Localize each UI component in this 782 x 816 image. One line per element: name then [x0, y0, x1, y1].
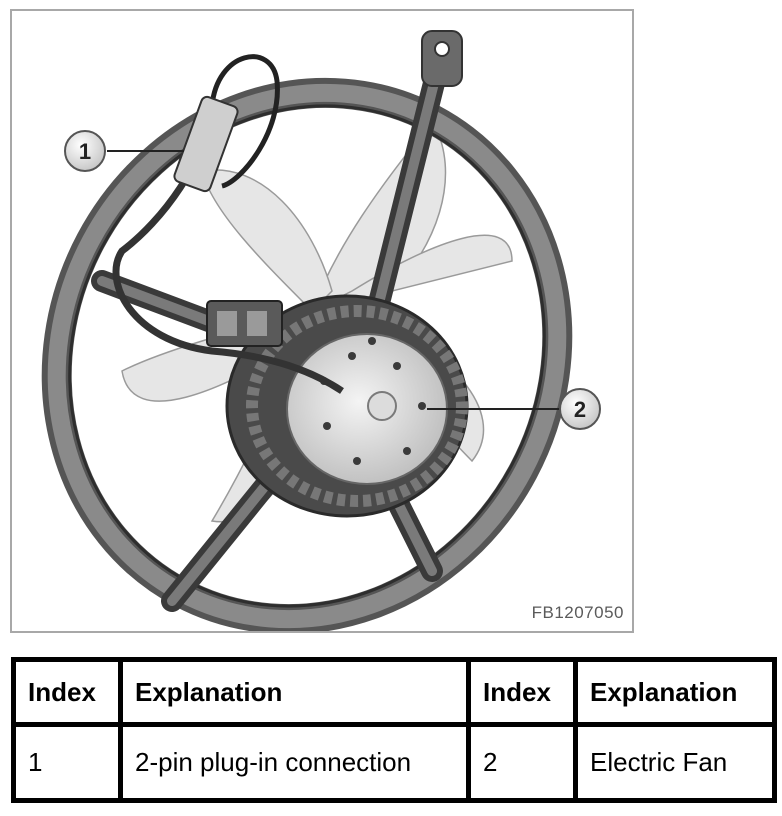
legend-header-row: Index Explanation Index Explanation	[11, 656, 777, 728]
header-explanation-1: Explanation	[118, 656, 471, 728]
fan-illustration: 1 2 FB1207050	[10, 9, 634, 633]
callout-2: 2	[427, 388, 601, 430]
header-index-1: Index	[11, 656, 123, 728]
mounting-tab	[421, 30, 463, 87]
callout-1-label: 1	[79, 139, 91, 164]
legend-table: Index Explanation Index Explanation 1 2-…	[11, 656, 777, 803]
cell-explanation-2: Electric Fan	[573, 722, 777, 803]
cell-explanation-1: 2-pin plug-in connection	[118, 722, 471, 803]
callout-1: 1	[64, 130, 184, 172]
plug-in-connector	[112, 54, 344, 394]
cell-index-2: 2	[466, 722, 578, 803]
callout-2-label: 2	[574, 397, 586, 422]
cell-index-1: 1	[11, 722, 123, 803]
header-explanation-2: Explanation	[573, 656, 777, 728]
header-index-2: Index	[466, 656, 578, 728]
motor	[225, 294, 469, 518]
table-row: 1 2-pin plug-in connection 2 Electric Fa…	[11, 722, 777, 803]
figure-code: FB1207050	[531, 603, 624, 622]
fan-drawing: 1 2	[41, 30, 601, 631]
